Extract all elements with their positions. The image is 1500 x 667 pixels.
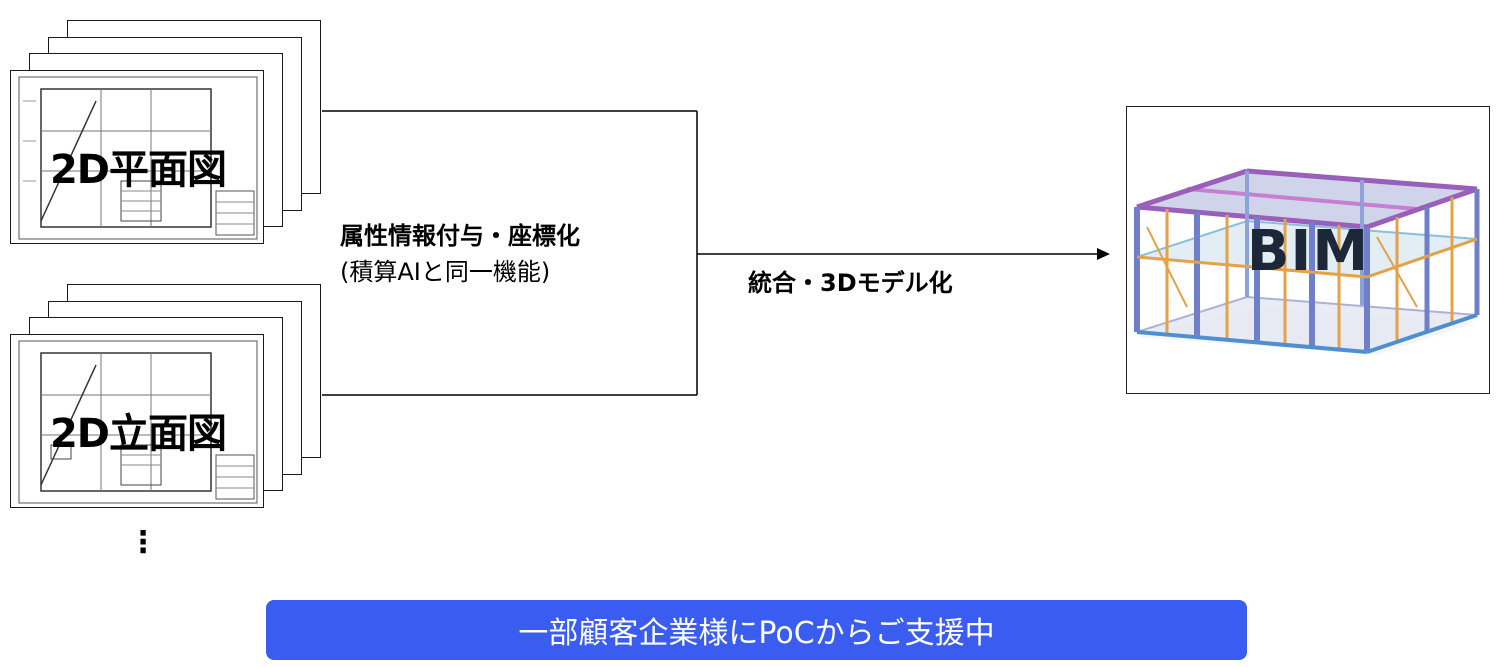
- drawing-sheet-front: 2D立面図: [10, 334, 264, 508]
- elevation-label: 2D立面図: [49, 411, 227, 457]
- floor-plan-label: 2D平面図: [49, 147, 227, 193]
- process-note: (積算AIと同一機能): [340, 258, 551, 286]
- bim-structure-illustration: [1134, 168, 1480, 355]
- integration-label: 統合・3Dモデル化: [748, 269, 953, 297]
- process-description: 属性情報付与・座標化 (積算AIと同一機能): [340, 218, 580, 290]
- bim-output-box: BIM: [1126, 106, 1490, 394]
- drawing-sheet-front: 2D平面図: [10, 70, 264, 244]
- bim-label: BIM: [1246, 219, 1370, 284]
- support-banner: 一部顧客企業様にPoCからご支援中: [266, 600, 1247, 660]
- process-title: 属性情報付与・座標化: [340, 222, 580, 250]
- elevation-drawing: [18, 340, 258, 504]
- floor-plan-drawing: [18, 76, 258, 240]
- arrow-head-icon: [1097, 248, 1110, 260]
- banner-text: 一部顧客企業様にPoCからご支援中: [518, 616, 995, 651]
